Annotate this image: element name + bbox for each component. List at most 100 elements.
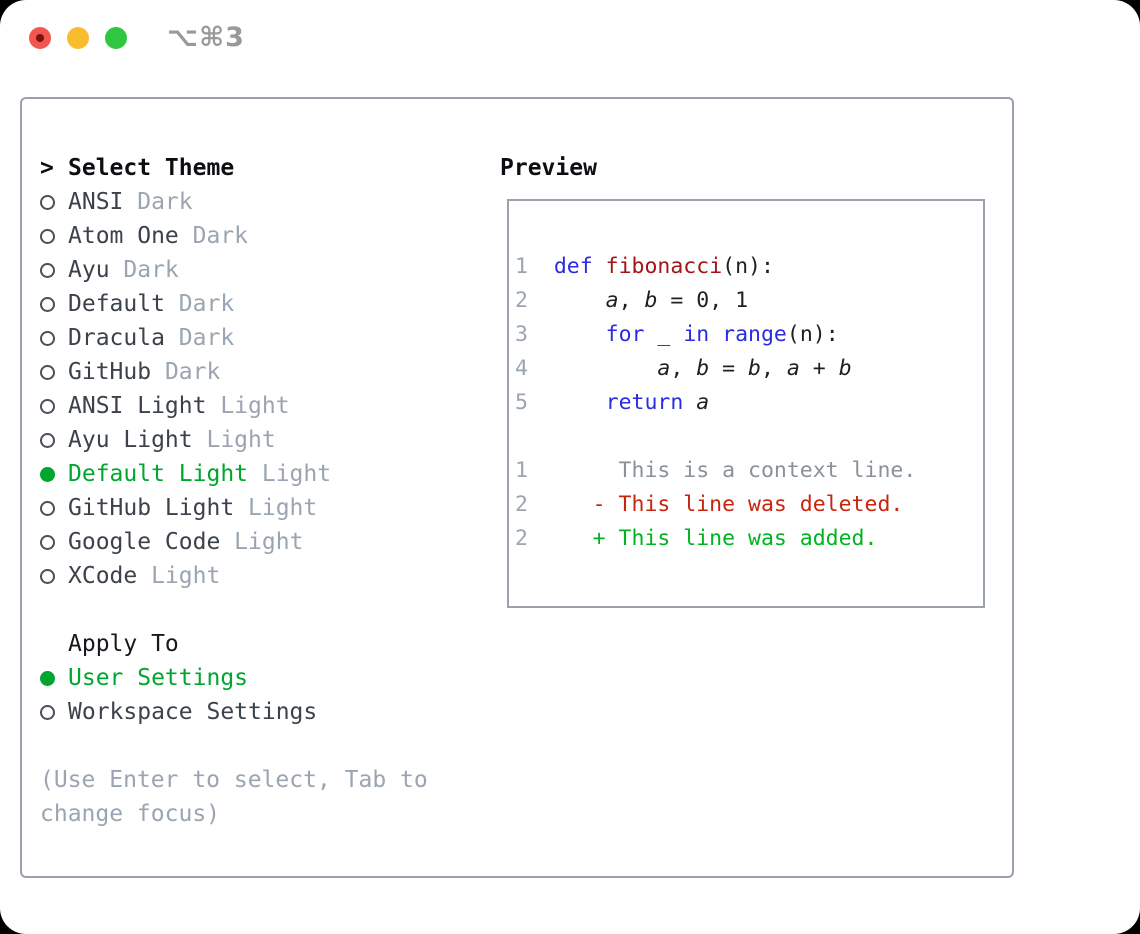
radio-icon [40, 262, 68, 278]
option-label: Workspace Settings [68, 699, 318, 725]
select-theme-label: Select Theme [68, 155, 235, 181]
hint-text: (Use Enter to select, Tab to change focus… [40, 763, 480, 831]
preview-header: Preview [500, 155, 597, 181]
window-title: ⌥⌘3 [167, 22, 245, 53]
close-button[interactable] [29, 27, 51, 49]
option-tag: Dark [123, 189, 193, 215]
radio-icon [40, 228, 68, 244]
apply-to-option[interactable]: User Settings [40, 661, 480, 695]
code-token-ln: 2 [515, 288, 554, 313]
radio-icon [40, 330, 68, 346]
option-label: Atom One [68, 223, 179, 249]
theme-option[interactable]: Google Code Light [40, 525, 480, 559]
radio-icon [40, 568, 68, 584]
radio-icon [40, 194, 68, 210]
theme-option[interactable]: Dracula Dark [40, 321, 480, 355]
spacer [40, 593, 480, 627]
apply-to-option[interactable]: Workspace Settings [40, 695, 480, 729]
radio-selected-icon [40, 670, 68, 686]
code-token-var: b [696, 356, 710, 381]
option-label: GitHub Light [68, 495, 235, 521]
theme-option[interactable]: GitHub Light Light [40, 491, 480, 525]
code-token-pl: , [670, 356, 697, 381]
code-token-ln: 2 [515, 492, 528, 517]
apply-to-label: Apply To [68, 631, 179, 657]
zoom-button[interactable] [105, 27, 127, 49]
option-tag: Dark [178, 223, 249, 249]
theme-option[interactable]: ANSI Light Light [40, 389, 480, 423]
code-token-kw: def [553, 254, 593, 279]
theme-option[interactable]: Default Light Light [40, 457, 480, 491]
preview-box: 1 def fibonacci(n): 2 a, b = 0, 1 3 for … [507, 199, 985, 608]
code-token-del: - This line was deleted. [527, 492, 904, 517]
code-token-var: b [748, 356, 761, 381]
option-tag: Dark [164, 325, 235, 351]
code-token-ln: 4 [515, 356, 554, 381]
radio-icon [40, 500, 68, 516]
code-token-pl [554, 356, 658, 381]
code-token-pl: , [761, 356, 787, 381]
code-token-var: b [838, 356, 852, 381]
prompt-icon: > [40, 155, 54, 181]
theme-option[interactable]: Ayu Dark [40, 253, 480, 287]
code-token-add: + This line was added. [527, 526, 878, 551]
code-token-kw: for [605, 322, 645, 347]
option-label: XCode [68, 563, 138, 589]
code-token-ln: 1 [515, 458, 528, 483]
theme-option[interactable]: GitHub Dark [40, 355, 480, 389]
option-tag: Light [220, 529, 304, 555]
code-token-var: a [657, 356, 671, 381]
titlebar: ⌥⌘3 [0, 0, 1140, 76]
spacer [40, 729, 480, 763]
code-token-kw: in [683, 322, 710, 347]
code-token-var: a [786, 356, 800, 381]
radio-icon [40, 432, 68, 448]
apply-to-header: Apply To [40, 627, 480, 661]
code-token-ln: 1 [515, 254, 554, 279]
code-token-pl [554, 390, 606, 415]
hint-line: change focus) [40, 801, 221, 827]
code-token-pl: = [709, 356, 749, 381]
option-tag: Light [248, 461, 332, 487]
option-tag: Light [206, 393, 290, 419]
code-token-fn: fibonacci [605, 254, 723, 279]
option-tag: Dark [109, 257, 179, 283]
theme-option[interactable]: XCode Light [40, 559, 480, 593]
option-label: ANSI Light [68, 393, 207, 419]
hint-line: (Use Enter to select, Tab to [40, 767, 428, 793]
code-token-ctx: This is a context line. [527, 458, 917, 483]
theme-option[interactable]: Atom One Dark [40, 219, 480, 253]
code-token-pl: + [799, 356, 839, 381]
code-token-pl: _ [644, 322, 684, 347]
minimize-button[interactable] [67, 27, 89, 49]
preview-code: 1 def fibonacci(n): 2 a, b = 0, 1 3 for … [509, 201, 983, 556]
radio-selected-icon [40, 466, 68, 482]
select-theme-header: > Select Theme [40, 151, 480, 185]
theme-option[interactable]: Default Dark [40, 287, 480, 321]
code-token-pl: (n): [722, 254, 774, 279]
code-token-pl [683, 390, 696, 415]
unsaved-dot-icon [36, 34, 44, 42]
code-token-pl [709, 322, 722, 347]
option-tag: Light [137, 563, 221, 589]
radio-icon [40, 296, 68, 312]
radio-icon [40, 704, 68, 720]
option-label: User Settings [68, 665, 249, 691]
option-tag: Light [234, 495, 318, 521]
option-tag: Dark [164, 291, 235, 317]
option-tag: Dark [151, 359, 221, 385]
option-label: Default [68, 291, 165, 317]
code-token-ln: 2 [515, 526, 528, 551]
theme-option[interactable]: ANSI Dark [40, 185, 480, 219]
code-token-var: a [696, 390, 710, 415]
code-token-var: b [644, 288, 658, 313]
code-token-pl [554, 322, 606, 347]
option-label: ANSI [68, 189, 124, 215]
theme-option[interactable]: Ayu Light Light [40, 423, 480, 457]
code-token-kw: range [722, 322, 787, 347]
option-label: Dracula [68, 325, 165, 351]
option-tag: Light [192, 427, 276, 453]
